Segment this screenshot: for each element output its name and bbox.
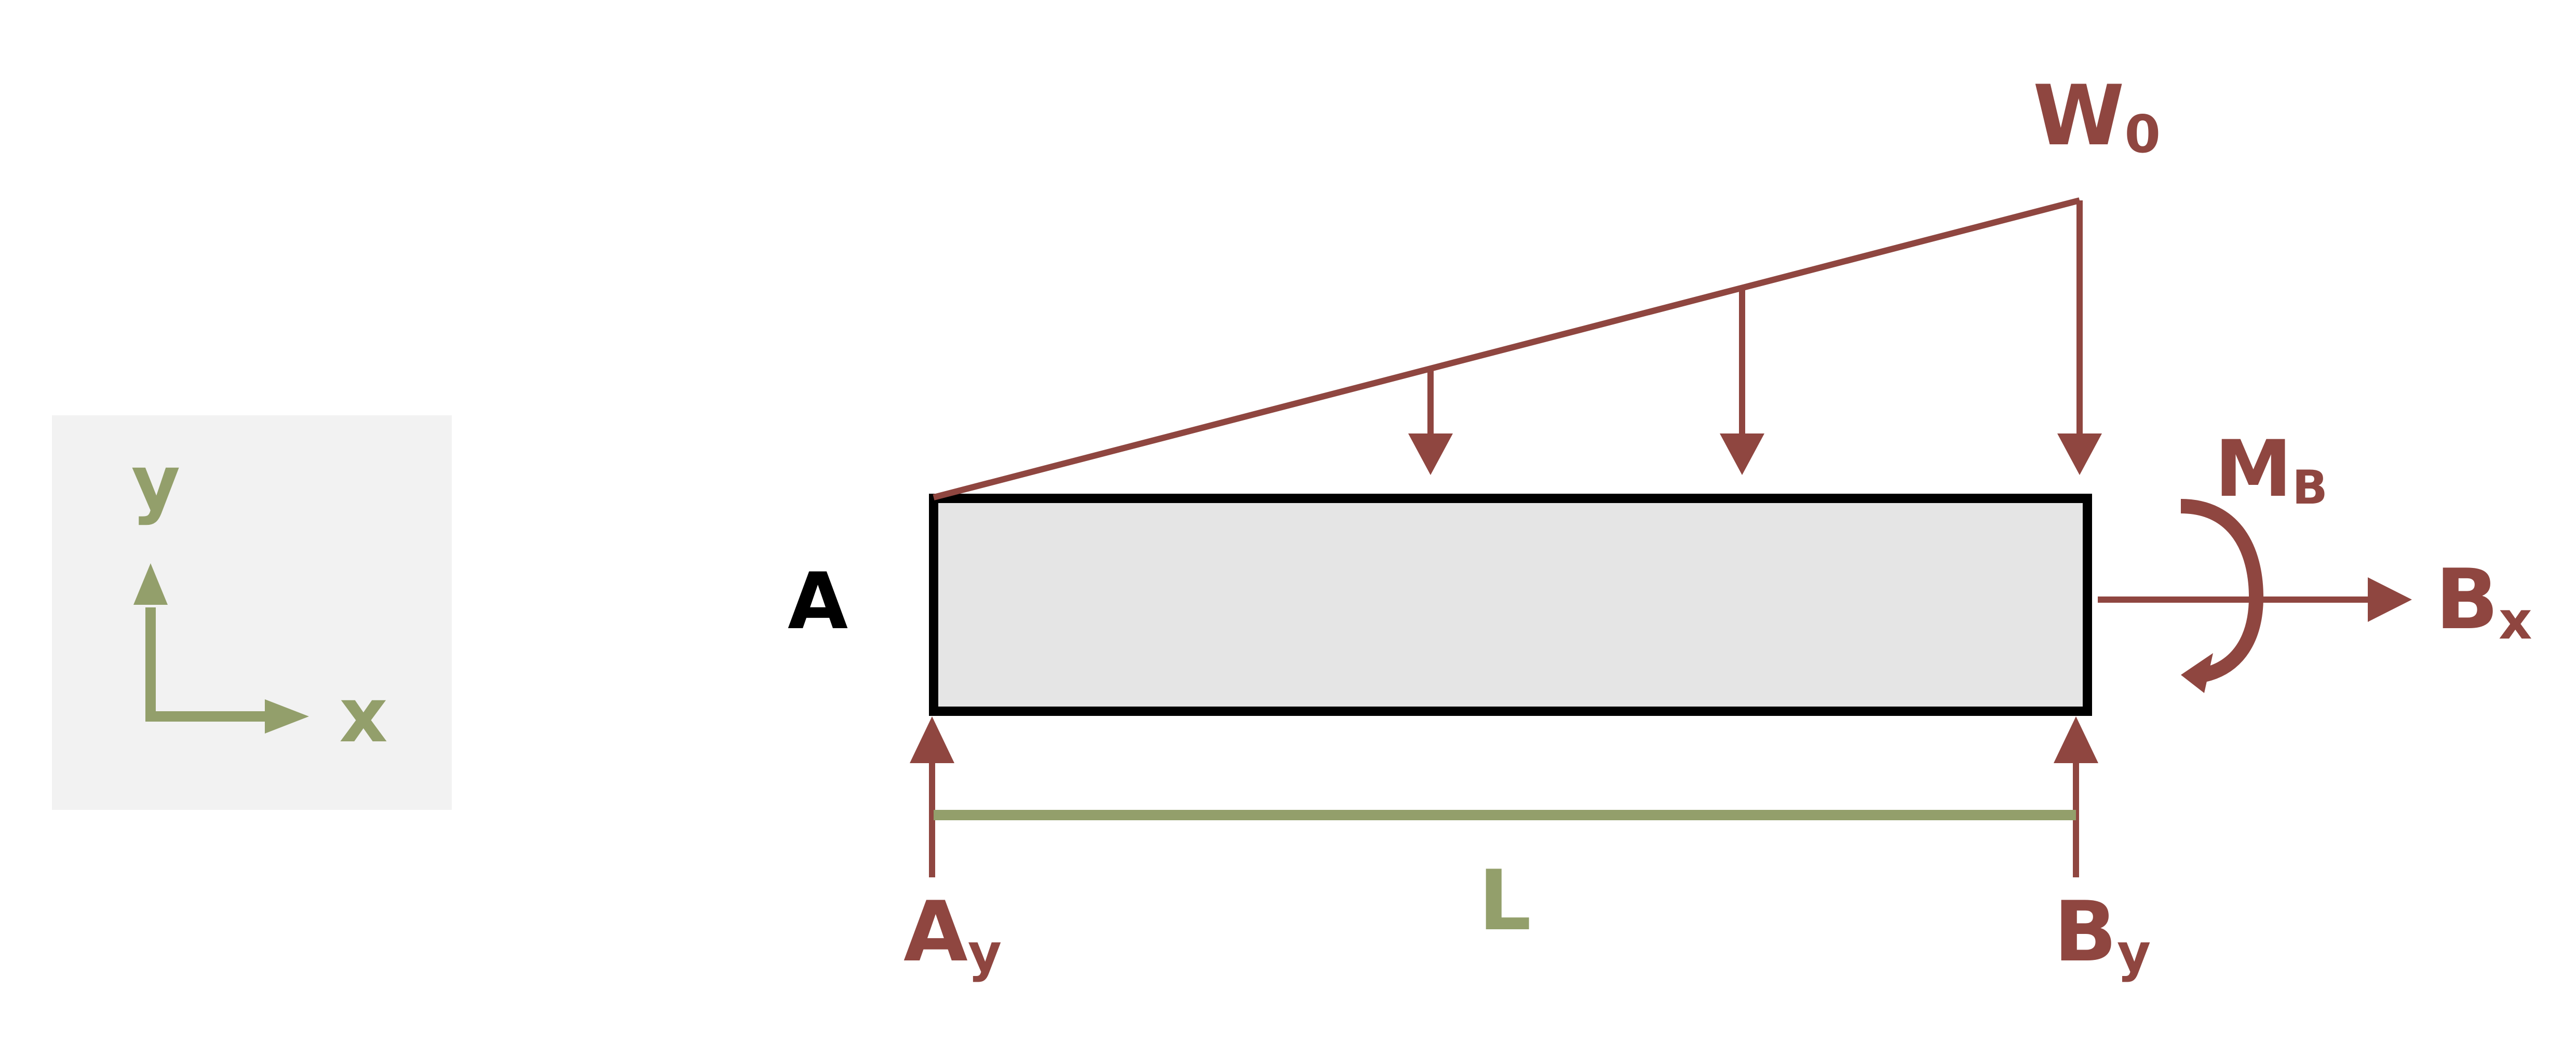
beam <box>929 494 2092 716</box>
curved-arrow-icon <box>2181 653 2213 693</box>
moment-label-main: M <box>2215 424 2292 514</box>
y-axis-label: y <box>131 439 181 527</box>
moment-label: MB <box>2215 424 2328 515</box>
reaction-B-label: By <box>2054 883 2151 983</box>
up-arrow-icon <box>2054 716 2098 763</box>
load-label-main: W <box>2033 67 2124 164</box>
y-axis-arrow-icon <box>133 563 168 605</box>
reaction-Bx-label: Bx <box>2435 551 2532 651</box>
moment-B: MB <box>2180 424 2328 693</box>
reaction-Bx-subscript: x <box>2499 590 2532 651</box>
reaction-B: By <box>2054 716 2151 983</box>
beam-end-label-A: A <box>788 557 848 647</box>
right-arrow-icon <box>2368 577 2412 622</box>
axes-panel: y x <box>52 415 452 810</box>
load-magnitude-label: W0 <box>2033 67 2161 165</box>
down-arrow-icon <box>1720 433 1764 475</box>
reaction-A-main: A <box>903 883 968 980</box>
down-arrow-icon <box>2057 433 2102 475</box>
moment-label-subscript: B <box>2292 460 2328 515</box>
reaction-A-label: Ay <box>903 883 1002 983</box>
reaction-Bx-main: B <box>2435 551 2499 648</box>
length-label: L <box>1478 852 1531 949</box>
distributed-load: W0 <box>933 67 2161 500</box>
reaction-A: Ay <box>903 716 1002 983</box>
reaction-B-subscript: y <box>2117 923 2151 983</box>
length-dimension: L <box>934 810 2076 949</box>
reaction-A-subscript: y <box>968 923 1002 983</box>
axes-panel-background <box>52 415 452 810</box>
moment-arc <box>2180 499 2264 682</box>
x-axis-arrow-icon <box>265 699 309 734</box>
up-arrow-icon <box>910 716 954 763</box>
down-arrow-icon <box>1408 433 1453 475</box>
load-label-subscript: 0 <box>2124 104 2161 165</box>
reaction-B-main: B <box>2054 883 2117 980</box>
load-profile-line <box>933 197 2081 500</box>
reaction-Bx: Bx <box>2098 551 2532 651</box>
x-axis-label: x <box>339 672 388 760</box>
